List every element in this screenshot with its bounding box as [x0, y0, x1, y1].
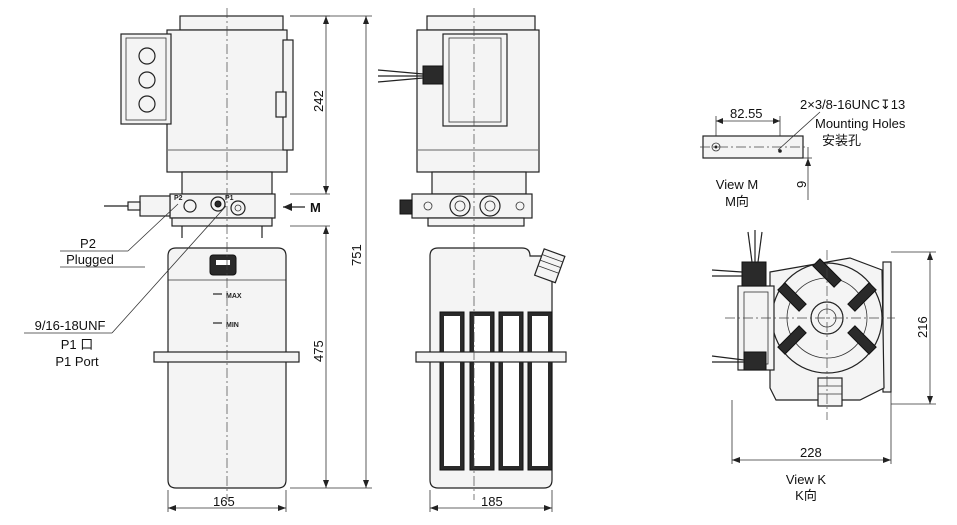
dim-side-width: 185 — [481, 494, 503, 509]
tank-strap — [153, 351, 300, 363]
dim-view-k-height: 216 — [915, 316, 930, 338]
dim-motor-height: 242 — [311, 90, 326, 112]
relief-valve — [139, 195, 171, 217]
filler-neck — [533, 248, 566, 284]
knockout-hole — [138, 47, 156, 65]
dim-hole-spacing: 82.55 — [730, 106, 763, 121]
view-m-title-cn: M向 — [725, 194, 749, 209]
callout-p2-title: P2 — [80, 236, 96, 251]
dim-front-width: 165 — [213, 494, 235, 509]
knockout-hole — [138, 71, 156, 89]
dim-view-k-width: 228 — [800, 445, 822, 460]
port-label-p1: P1 — [225, 195, 234, 202]
view-k-title: View K — [786, 472, 827, 487]
view-m-arrow-label: M — [310, 200, 321, 215]
callout-p2-desc: Plugged — [66, 252, 114, 267]
knockout-hole — [138, 95, 156, 113]
front-view: P2 P1 MAX MIN M 165 — [24, 8, 372, 512]
cable-gland — [422, 65, 444, 85]
side-view: 185 — [377, 8, 567, 512]
level-max-label: MAX — [226, 293, 242, 300]
callout-p1-port: P1 Port — [55, 354, 99, 369]
view-m: 82.55 2×3/8-16UNC↧13 Mounting Holes 安装孔 … — [700, 97, 906, 209]
dim-total-height: 751 — [349, 244, 364, 266]
dim-tank-height: 475 — [311, 340, 326, 362]
junction-cover — [442, 33, 508, 127]
port-label-p2: P2 — [174, 195, 183, 202]
holes-spec: 2×3/8-16UNC↧13 — [800, 97, 905, 112]
callout-p1-cn: P1 口 — [61, 337, 94, 352]
view-k: 228 216 View K K向 — [711, 230, 936, 503]
valve-block-side — [411, 193, 533, 219]
view-k-title-cn: K向 — [795, 488, 817, 503]
holes-desc: Mounting Holes — [815, 116, 906, 131]
holes-cn: 安装孔 — [822, 133, 861, 148]
level-min-label: MIN — [226, 322, 239, 329]
motor-cap — [179, 15, 284, 31]
callout-p1-thread: 9/16-18UNF — [35, 318, 106, 333]
filler-bottom — [817, 377, 843, 407]
dim-hole-offset: 9 — [794, 181, 809, 188]
view-m-title: View M — [716, 177, 758, 192]
